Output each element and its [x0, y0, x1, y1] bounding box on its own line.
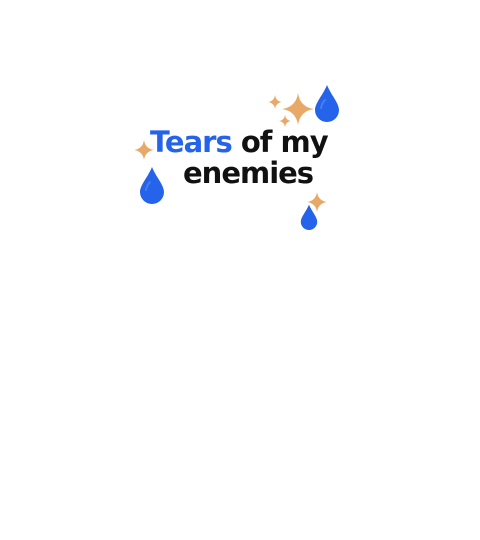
sparkle-icon — [279, 115, 291, 127]
title-line-2: enemies — [183, 156, 314, 190]
sparkle-icon — [134, 140, 154, 160]
tears-of-my-enemies-graphic: Tears of my enemies — [132, 82, 340, 232]
sparkle-icon — [307, 192, 327, 212]
sparkle-icon — [268, 95, 282, 109]
title-line-1: Tears of my — [150, 125, 329, 159]
title-word-tears: Tears — [150, 125, 233, 159]
teardrop-icon — [140, 167, 164, 204]
title-words-of-my: of my — [240, 125, 329, 159]
sparkle-icon — [282, 93, 314, 125]
teardrop-icon — [315, 85, 339, 122]
teardrop-icon — [300, 204, 318, 230]
